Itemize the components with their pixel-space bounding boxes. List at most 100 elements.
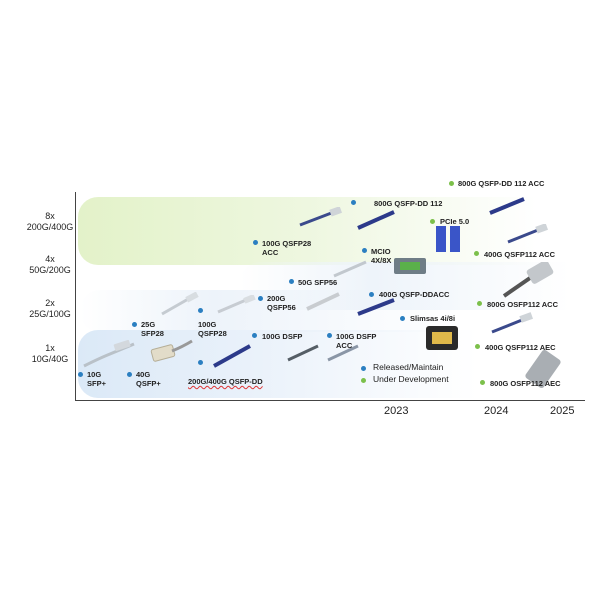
y-label-2x-l1: 2x <box>45 298 55 308</box>
cable-100gacc-image <box>299 207 342 227</box>
product-400g112aec-label: 400G QSFP112 AEC <box>485 343 556 352</box>
product-mcio-line2: 4X/8X <box>371 256 392 265</box>
x-label-2024: 2024 <box>484 405 509 417</box>
cable-10g-image <box>83 340 135 368</box>
cable-100gdsfp-image <box>287 344 319 362</box>
product-40g-dot <box>127 372 132 377</box>
product-25g-line1: 25G <box>141 320 156 329</box>
product-10g-line1: 10G <box>87 370 102 379</box>
product-800g112-line1: 800G QSFP-DD 112 <box>374 199 443 208</box>
product-400gddacc-line1: 400G QSFP-DDACC <box>379 290 450 299</box>
y-label-1x-l2: 10G/40G <box>31 354 69 364</box>
product-100gq-dot <box>198 308 203 313</box>
cable-800gosfpacc-image <box>502 262 554 298</box>
product-200g400g-dot <box>198 360 203 365</box>
product-50g-label: 50G SFP56 <box>298 278 337 287</box>
product-200g400g-label: 200G/400G QSFP-DD <box>188 377 263 386</box>
product-100gacc-line2: ACC <box>262 248 279 257</box>
cable-400gddacc-image <box>357 298 395 316</box>
product-10g-line2: SFP+ <box>87 379 106 388</box>
cable-200gq56-image <box>306 292 340 311</box>
cable-slimsas-image <box>426 326 458 350</box>
product-100gacc-line1: 100G QSFP28 <box>262 239 312 248</box>
product-25g-line2: SFP28 <box>141 329 164 338</box>
product-100gq-line1: 100G <box>198 320 217 329</box>
x-label-2025: 2025 <box>550 405 575 417</box>
product-400g112aec-line1: 400G QSFP112 AEC <box>485 343 556 352</box>
product-slimsas-label: Slimsas 4i/8i <box>410 314 455 323</box>
product-100gacc-dot <box>253 240 258 245</box>
product-pcie-dot <box>430 219 435 224</box>
product-100gdsfp-label: 100G DSFP <box>262 332 302 341</box>
product-800gosfpaec-label: 800G OSFP112 AEC <box>490 379 561 388</box>
product-pcie-label: PCIe 5.0 <box>440 217 469 226</box>
cable-mcio-image <box>394 258 426 274</box>
y-label-4x-l1: 4x <box>45 254 55 264</box>
legend-released-dot <box>361 366 366 371</box>
y-label-2x-l2: 25G/100G <box>29 309 71 319</box>
y-label-1x-l1: 1x <box>45 343 55 353</box>
product-800gosfpacc-label: 800G OSFP112 ACC <box>487 300 558 309</box>
product-800gosfpaec-line1: 800G OSFP112 AEC <box>490 379 561 388</box>
product-100gq-line2: QSFP28 <box>198 329 227 338</box>
cable-800gdd112acc-image <box>489 197 525 215</box>
cable-pcie-image <box>436 226 460 252</box>
cable-800gosfpaec-image <box>525 349 561 389</box>
product-50g-dot <box>289 279 294 284</box>
x-axis-line <box>75 400 585 401</box>
cable-50g-image <box>333 260 367 278</box>
product-40g-line1: 40G <box>136 370 151 379</box>
product-100gdsfpacc-dot <box>327 333 332 338</box>
cable-400g112aec-image <box>491 312 534 334</box>
product-800g112-label: 800G QSFP-DD 112 <box>374 199 442 208</box>
product-slimsas-dot <box>400 316 405 321</box>
cable-25g-image <box>161 292 199 316</box>
product-800gosfpacc-dot <box>477 301 482 306</box>
product-100gdsfpacc-line1: 100G DSFP <box>336 332 377 341</box>
product-200gq56-line1: 200G <box>267 294 286 303</box>
product-800gosfpaec-dot <box>480 380 485 385</box>
product-10g-dot <box>78 372 83 377</box>
cable-200g400g-image <box>213 344 251 368</box>
band-2x <box>80 290 460 332</box>
product-400g112acc-dot <box>474 251 479 256</box>
product-mcio-dot <box>362 248 367 253</box>
product-800gosfpacc-line1: 800G OSFP112 ACC <box>487 300 559 309</box>
cable-400g112acc-image <box>507 224 548 244</box>
product-50g-line1: 50G SFP56 <box>298 278 338 287</box>
legend-released-text: Released/Maintain <box>373 362 444 372</box>
product-100gdsfp-dot <box>252 333 257 338</box>
product-mcio-line1: MCIO <box>371 247 391 256</box>
y-label-8x-l1: 8x <box>45 211 55 221</box>
product-400g112acc-line1: 400G QSFP112 ACC <box>484 250 556 259</box>
product-slimsas-line1: Slimsas 4i/8i <box>410 314 456 323</box>
product-800gdd112acc-line1: 800G QSFP-DD 112 ACC <box>458 179 545 188</box>
product-100gdsfp-line1: 100G DSFP <box>262 332 303 341</box>
product-800gdd112acc-label: 800G QSFP-DD 112 ACC <box>458 179 544 188</box>
legend-development-text: Under Development <box>373 374 449 384</box>
product-400gddacc-label: 400G QSFP-DDACC <box>379 290 449 299</box>
product-400g112aec-dot <box>475 344 480 349</box>
legend-development-dot <box>361 378 366 383</box>
product-200g400g-line1: 200G/400G QSFP-DD <box>188 377 263 386</box>
product-pcie-line1: PCIe 5.0 <box>440 217 470 226</box>
product-100gdsfpacc-line2: ACC <box>336 341 353 350</box>
product-40g-line2: QSFP+ <box>136 379 161 388</box>
cable-800g112-image <box>357 210 395 230</box>
product-800g112-dot <box>351 200 356 205</box>
product-800gdd112acc-dot <box>449 181 454 186</box>
product-200gq56-line2: QSFP56 <box>267 303 296 312</box>
product-400g112acc-label: 400G QSFP112 ACC <box>484 250 555 259</box>
